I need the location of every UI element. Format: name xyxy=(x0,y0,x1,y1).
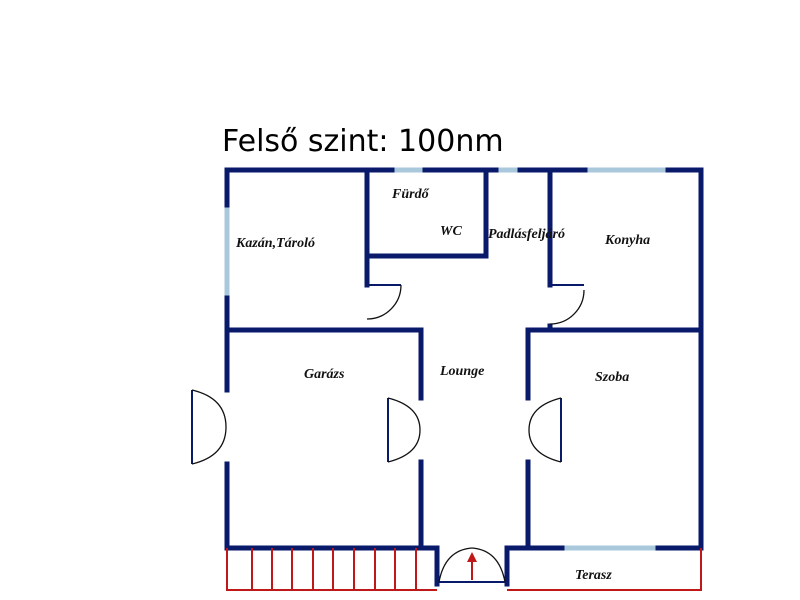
doors xyxy=(191,284,585,583)
room-label-terasz: Terasz xyxy=(575,568,612,583)
door-lounge-garage-swing-top xyxy=(387,397,421,431)
floorplan-title: Felső szint: 100nm xyxy=(222,124,504,159)
door-entrance-swing-right xyxy=(471,547,506,583)
windows xyxy=(224,167,668,551)
room-label-lounge: Lounge xyxy=(439,364,484,379)
room-label-konyha: Konyha xyxy=(604,233,650,248)
room-label-wc: WC xyxy=(440,224,462,239)
room-labels: Kazán,Tároló Fürdő WC Padlásfeljáró Kony… xyxy=(235,187,650,583)
door-lounge-garage-swing-bottom xyxy=(387,429,421,463)
room-label-garazs: Garázs xyxy=(304,367,345,382)
room-label-padlas: Padlásfeljáró xyxy=(488,227,565,242)
door-garage-swing-top xyxy=(191,389,227,428)
door-padlas-swing xyxy=(549,289,585,325)
room-label-kazan: Kazán,Tároló xyxy=(235,236,315,251)
room-label-szoba: Szoba xyxy=(595,370,629,385)
door-garage-swing-bottom xyxy=(191,426,227,465)
entrance-arrow-icon xyxy=(467,552,477,562)
door-kazan-swing xyxy=(366,284,402,320)
door-lounge-szoba-swing-top xyxy=(528,397,562,431)
door-lounge-szoba-swing-bottom xyxy=(528,429,562,463)
railing-right-frame xyxy=(507,548,702,591)
terrace-railing xyxy=(226,548,702,591)
railing-left-frame xyxy=(226,548,437,591)
door-entrance-swing-left xyxy=(438,547,473,583)
room-label-furdo: Fürdő xyxy=(391,187,430,202)
